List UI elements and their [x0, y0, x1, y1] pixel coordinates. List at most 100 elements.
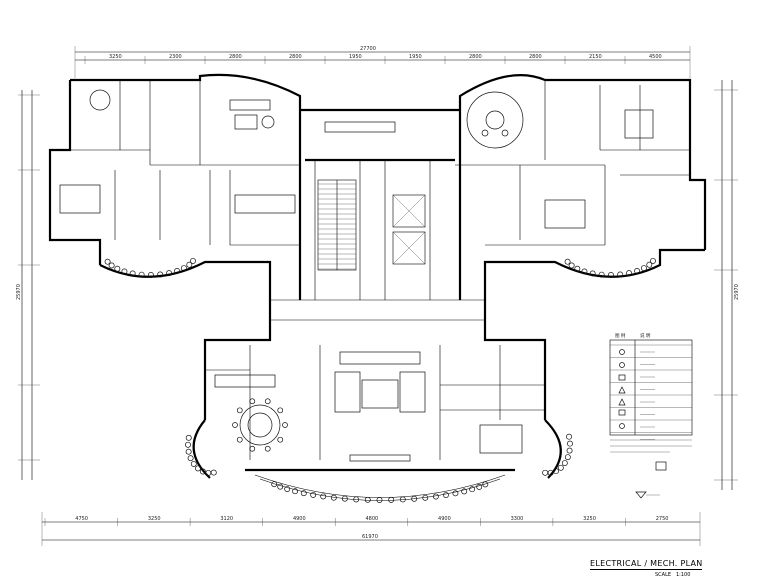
legend-table: 图 例 说 明	[609, 332, 693, 453]
planter-bush	[121, 268, 128, 275]
planter-bush	[634, 268, 641, 274]
planter-bush	[542, 469, 549, 476]
dining-chair	[282, 422, 288, 428]
top-dimension-segment: 4500	[649, 54, 662, 60]
planter-bush	[388, 496, 395, 503]
planter-bush	[411, 495, 418, 502]
planter-bush	[186, 261, 193, 268]
top-dimension-segment: 2300	[169, 54, 182, 60]
top-dimension-segment: 2150	[589, 54, 602, 60]
bottom-dimension-segment: 3250	[583, 516, 596, 522]
planter-bush	[210, 469, 217, 476]
detail-symbols	[635, 461, 667, 499]
planter-bush	[567, 440, 573, 447]
scale-label: SCALE	[655, 572, 672, 578]
bottom-dimension-segment: 3300	[511, 516, 524, 522]
planter-bush	[185, 434, 192, 441]
planter-bush	[166, 270, 173, 277]
planter-bush	[452, 490, 459, 497]
planter-bush	[461, 488, 468, 495]
planter-bush	[640, 265, 647, 272]
planter-bush	[320, 493, 327, 500]
bottom-dimension-segment: 4800	[366, 516, 379, 522]
planter-bush	[310, 491, 317, 498]
balcony-planters	[104, 257, 656, 503]
right-dimension-lines: 25970	[714, 80, 740, 490]
planter-bush	[607, 272, 614, 278]
title-underline	[590, 569, 702, 570]
planter-bush	[564, 258, 571, 265]
planter-bush	[190, 460, 197, 467]
planter-bush	[561, 460, 568, 466]
interior-partitions	[70, 80, 690, 460]
bottom-dimension-segment: 3120	[220, 516, 233, 522]
planter-bush	[581, 268, 588, 275]
planter-bush	[199, 468, 206, 475]
planter-bush	[292, 488, 299, 495]
dining-chair	[277, 407, 284, 414]
planter-bush	[564, 454, 571, 461]
planter-bush	[574, 265, 581, 272]
planter-bush	[443, 492, 449, 499]
planter-bush	[138, 271, 145, 278]
top-dimension-segment: 1950	[409, 54, 422, 60]
planter-bush	[422, 494, 429, 501]
dining-chair	[236, 436, 243, 443]
planter-bush	[180, 265, 187, 272]
planter-bush	[147, 272, 154, 278]
planter-bush	[157, 271, 164, 278]
top-dimension-segment: 1950	[349, 54, 362, 60]
scale-value: 1:100	[676, 572, 691, 578]
planter-bush	[277, 483, 284, 490]
dining-chair	[264, 398, 271, 405]
bottom-dimension-segment: 4900	[293, 516, 306, 522]
planter-bush	[568, 262, 575, 269]
top-dimension-segment: 2800	[289, 54, 302, 60]
planter-bush	[174, 268, 181, 274]
planter-bush	[108, 262, 115, 269]
planter-bush	[205, 469, 212, 476]
planter-bush	[469, 486, 476, 493]
bottom-dimension-segment: 2750	[656, 516, 669, 522]
stairwell	[317, 179, 357, 271]
top-dimension-segment: 2800	[229, 54, 242, 60]
right-overall-dimension: 25970	[734, 284, 740, 300]
planter-bush	[650, 257, 656, 264]
legend-header-symbol: 图 例	[615, 332, 626, 339]
planter-bush	[185, 441, 191, 448]
top-dimension-segment: 3250	[109, 54, 122, 60]
planter-bush	[114, 265, 121, 272]
planter-bush	[271, 481, 278, 488]
planter-bush	[553, 468, 559, 475]
planter-bush	[626, 270, 633, 277]
planter-bush	[185, 448, 192, 455]
planter-bush	[598, 271, 605, 278]
planter-bush	[341, 495, 348, 502]
planter-bush	[617, 271, 624, 278]
bottom-dimension-segment: 3250	[148, 516, 161, 522]
dining-chair	[249, 445, 256, 452]
bottom-dimension-segment: 4900	[438, 516, 451, 522]
legend-header-description: 说 明	[640, 332, 651, 339]
bottom-dimension-segment: 4750	[75, 516, 88, 522]
planter-bush	[330, 494, 337, 501]
planter-bush	[557, 464, 564, 471]
planter-bush	[646, 261, 653, 268]
planter-bush	[284, 486, 291, 492]
top-dimension-segment: 2800	[529, 54, 542, 60]
planter-bush	[482, 481, 489, 488]
dining-chair	[249, 398, 256, 405]
planter-bush	[589, 270, 596, 277]
planter-bush	[476, 483, 483, 490]
top-dimension-segment: 2800	[469, 54, 482, 60]
dining-chair	[232, 422, 238, 428]
planter-bush	[364, 496, 371, 503]
dining-chair	[236, 407, 243, 414]
planter-bush	[300, 490, 307, 497]
planter-bush	[432, 493, 439, 500]
planter-bush	[129, 270, 136, 277]
planter-bush	[104, 258, 111, 265]
